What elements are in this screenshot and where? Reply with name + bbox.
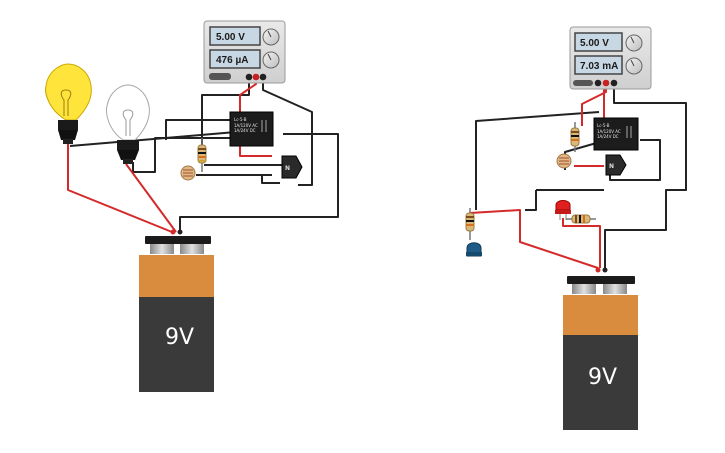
transistor-1[interactable]: N xyxy=(281,155,303,179)
resistor-2c[interactable] xyxy=(465,208,475,240)
current-display xyxy=(574,55,623,75)
current-reading: 476 µA xyxy=(216,55,248,66)
power-switch[interactable] xyxy=(209,73,231,80)
transistor-label: N xyxy=(609,163,614,170)
relay-rating-2: 1A/24V DC xyxy=(597,134,619,139)
battery-label: 9V xyxy=(165,325,194,350)
voltage-reading: 5.00 V xyxy=(580,38,609,49)
circuit-1: 5.00 V 476 µA Lc-5-B 1A/120V AC 1A/24V D… xyxy=(45,20,339,392)
battery-label: 9V xyxy=(588,365,617,390)
battery-1: 9V xyxy=(139,229,214,392)
circuit-2: 5.00 V 7.03 mA Lc-5-B 1A/120V AC 1A/24V … xyxy=(465,26,687,430)
relay-rating-2: 1A/24V DC xyxy=(234,128,256,133)
led-blue[interactable] xyxy=(466,242,482,257)
voltage-display xyxy=(574,32,623,52)
terminal-ground[interactable] xyxy=(259,73,267,81)
relay-2[interactable]: Lc-5-B 1A/120V AC 1A/24V DC xyxy=(593,117,639,151)
wires-red-2 xyxy=(469,84,607,269)
relay-model: Lc-5-B xyxy=(597,123,610,128)
voltage-display xyxy=(209,26,261,46)
current-reading: 7.03 mA xyxy=(580,61,618,72)
wires-black-2 xyxy=(475,84,687,268)
photoresistor-1[interactable] xyxy=(180,165,196,181)
terminal-positive[interactable] xyxy=(252,73,260,81)
bulb-on[interactable] xyxy=(45,63,92,144)
power-supply-2[interactable]: 5.00 V 7.03 mA xyxy=(569,26,652,90)
photoresistor-2[interactable] xyxy=(556,153,572,169)
terminal-ground[interactable] xyxy=(610,79,618,87)
resistor-2b[interactable] xyxy=(566,214,596,224)
terminal-positive[interactable] xyxy=(602,79,610,87)
wires-red-1 xyxy=(67,78,272,233)
current-display xyxy=(209,49,261,69)
resistor-2a[interactable] xyxy=(570,122,580,152)
relay-model: Lc-5-B xyxy=(234,117,247,122)
relay-rating-1: 1A/120V AC xyxy=(234,123,258,128)
wires-black-1 xyxy=(69,78,339,232)
power-supply-1[interactable]: 5.00 V 476 µA xyxy=(203,20,286,84)
terminal-negative[interactable] xyxy=(594,79,602,87)
voltage-reading: 5.00 V xyxy=(216,32,245,43)
bulb-off[interactable] xyxy=(105,84,150,164)
relay-1[interactable]: Lc-5-B 1A/120V AC 1A/24V DC xyxy=(229,111,274,147)
power-switch[interactable] xyxy=(573,80,593,86)
battery-2: 9V xyxy=(563,267,638,430)
resistor-1[interactable] xyxy=(197,138,207,172)
terminal-negative[interactable] xyxy=(245,73,253,81)
transistor-2[interactable]: N xyxy=(605,154,627,176)
led-red[interactable] xyxy=(555,200,571,221)
transistor-label: N xyxy=(285,165,290,172)
relay-rating-1: 1A/120V AC xyxy=(597,129,621,134)
